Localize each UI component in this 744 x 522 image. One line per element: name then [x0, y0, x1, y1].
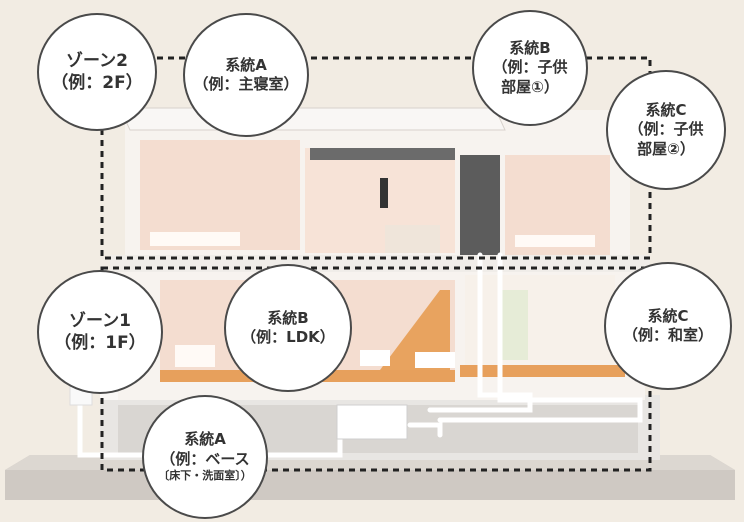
staircase: [380, 290, 450, 370]
zone1-label: ゾーン1: [69, 310, 131, 331]
duct-shaft: [460, 155, 500, 255]
system-c-upper-bubble: 系統C （例：子供 部屋②）: [606, 70, 726, 190]
system-c-upper-example-2: 部屋②）: [637, 139, 695, 158]
zone2-example: （例：2F）: [51, 73, 143, 93]
master-bedroom: [140, 140, 300, 250]
system-a-upper-example: （例：主寝室）: [193, 75, 299, 93]
japanese-room: [465, 275, 615, 370]
zone2-bubble: ゾーン2 （例：2F）: [37, 13, 157, 131]
system-a-lower-bubble: 系統A （例：ベース 〔床下・洗面室〕）: [142, 395, 268, 519]
zone1-example: （例：1F）: [54, 333, 146, 353]
system-c-upper-example-1: （例：子供: [628, 120, 704, 139]
zone1-bubble: ゾーン1 （例：1F）: [37, 270, 163, 394]
system-b-upper-label: 系統B: [509, 38, 551, 57]
system-b-lower-label: 系統B: [267, 308, 309, 327]
system-c-lower-bubble: 系統C （例：和室）: [604, 262, 732, 390]
system-b-upper-bubble: 系統B （例：子供 部屋①）: [472, 10, 588, 126]
system-a-upper-bubble: 系統A （例：主寝室）: [183, 13, 309, 137]
system-c-lower-example: （例：和室）: [622, 326, 713, 344]
system-a-lower-example: （例：ベース: [160, 449, 250, 468]
system-c-lower-label: 系統C: [647, 306, 689, 325]
system-a-lower-label: 系統A: [184, 430, 226, 449]
system-a-upper-label: 系統A: [225, 55, 267, 74]
system-c-upper-label: 系統C: [645, 100, 687, 119]
system-b-upper-example-1: （例：子供: [492, 58, 568, 77]
system-b-upper-example-2: 部屋①）: [501, 77, 559, 96]
system-b-lower-bubble: 系統B （例：LDK）: [224, 264, 352, 392]
roof-overhang: [119, 107, 506, 131]
system-a-lower-note: 〔床下・洗面室〕）: [158, 469, 252, 483]
hvac-unit: [336, 404, 408, 440]
zone2-label: ゾーン2: [66, 50, 128, 71]
system-b-lower-example: （例：LDK）: [241, 328, 335, 346]
